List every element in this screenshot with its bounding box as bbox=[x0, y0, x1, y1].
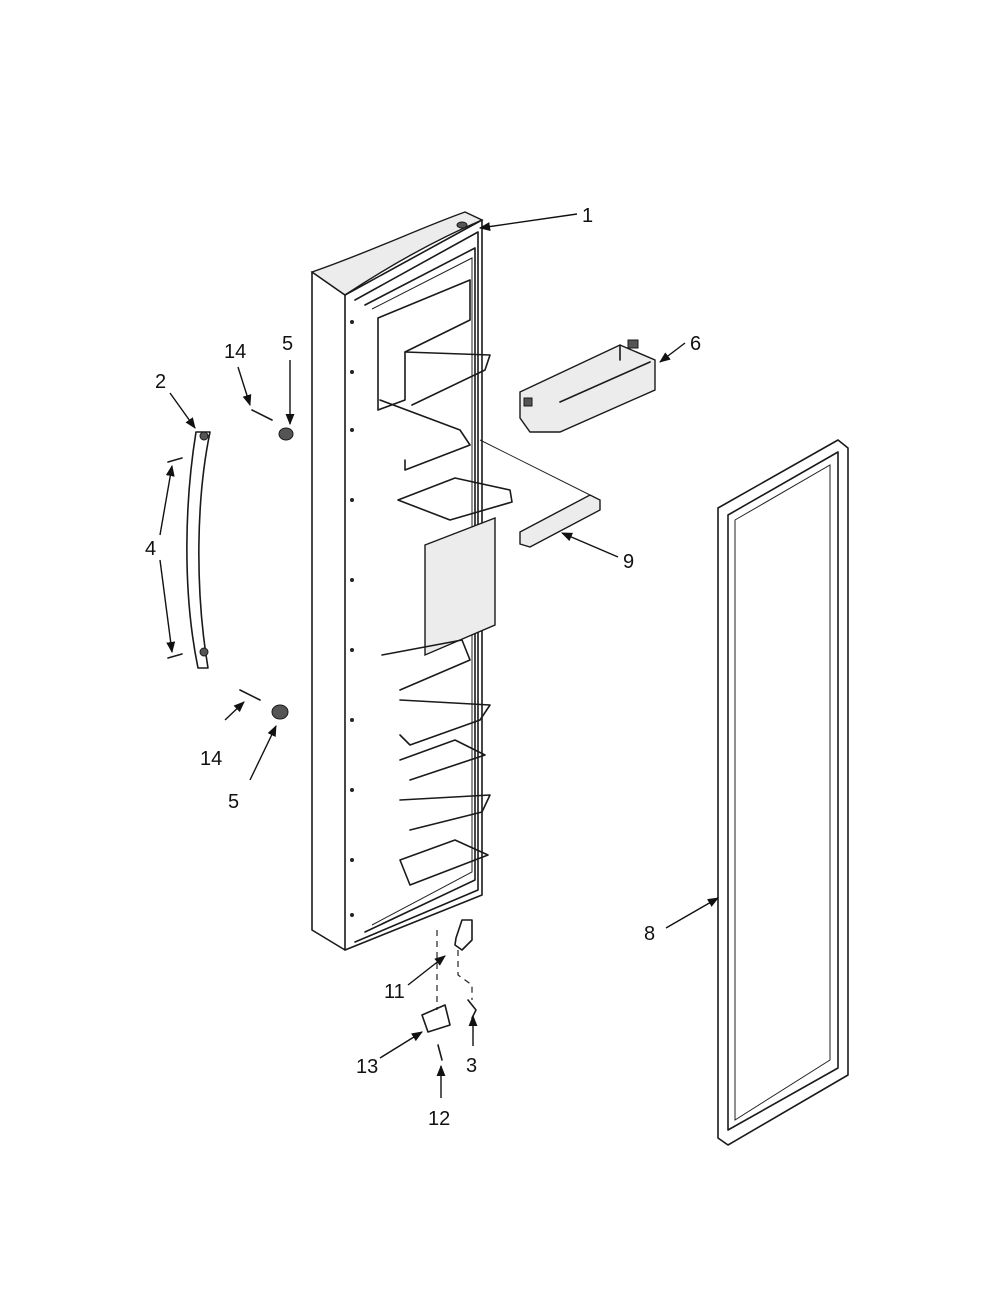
door-bin bbox=[519, 339, 656, 433]
callout-14-upper: 14 bbox=[224, 341, 246, 363]
callout-labels: 1 2 4 14 5 14 5 6 9 8 11 13 12 3 bbox=[145, 205, 701, 1130]
door-edge-screws bbox=[350, 320, 354, 917]
callout-13: 13 bbox=[356, 1056, 378, 1078]
callout-2: 2 bbox=[155, 371, 166, 393]
callout-3: 3 bbox=[466, 1055, 477, 1077]
callout-5-lower: 5 bbox=[228, 791, 239, 813]
handle-screws bbox=[167, 457, 183, 659]
callout-1: 1 bbox=[582, 205, 593, 227]
callout-4: 4 bbox=[145, 538, 156, 560]
callout-5-upper: 5 bbox=[282, 333, 293, 355]
hinge-assembly bbox=[421, 919, 477, 1061]
callout-9: 9 bbox=[623, 551, 634, 573]
callout-11: 11 bbox=[384, 981, 405, 1003]
callout-12: 12 bbox=[428, 1108, 450, 1130]
screw-spacer-upper bbox=[251, 409, 294, 441]
callout-14-lower: 14 bbox=[200, 748, 222, 770]
shelf-rail bbox=[479, 439, 601, 548]
leader-lines bbox=[159, 213, 719, 1098]
door-shelves bbox=[377, 279, 513, 886]
door-handle bbox=[186, 431, 211, 669]
screw-spacer-lower bbox=[239, 689, 289, 720]
door-gasket bbox=[717, 439, 849, 1146]
callout-6: 6 bbox=[690, 333, 701, 355]
freezer-door bbox=[310, 211, 513, 951]
callout-8: 8 bbox=[644, 923, 655, 945]
